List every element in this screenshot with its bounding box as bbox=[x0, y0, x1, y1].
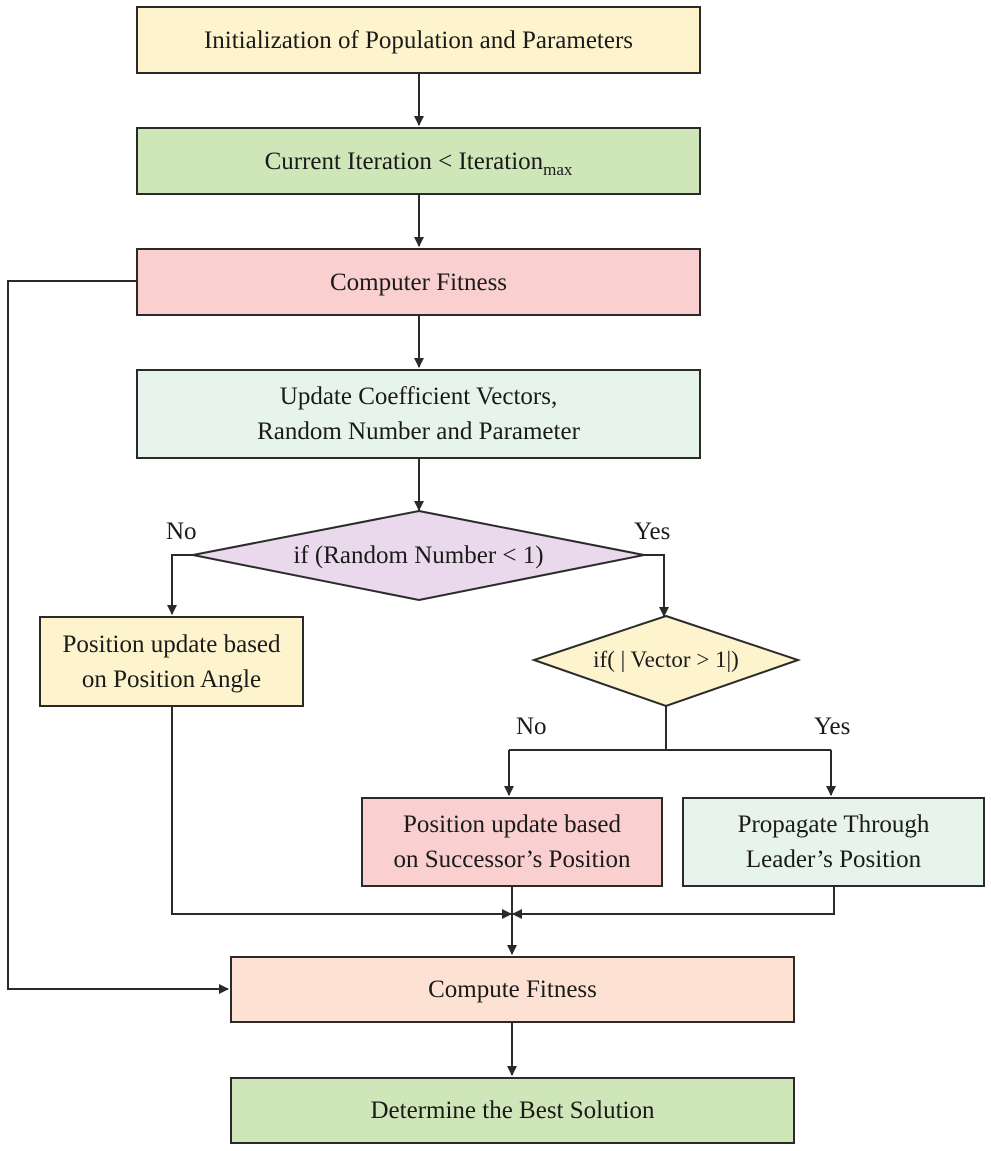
angle-line1: Position update based bbox=[62, 630, 281, 658]
angle-box: Position update based on Position Angle bbox=[39, 616, 304, 707]
update-box: Update Coefficient Vectors, Random Numbe… bbox=[136, 369, 701, 459]
leader-line2: Leader’s Position bbox=[745, 846, 922, 873]
decision1-no-label: No bbox=[166, 518, 197, 545]
line-angle-to-merge bbox=[171, 707, 512, 919]
init-text: Initialization of Population and Paramet… bbox=[203, 26, 634, 54]
decision1-diamond bbox=[192, 509, 645, 602]
angle-line2: on Position Angle bbox=[81, 665, 262, 693]
loop-condition-text: Current Iteration < Iterationmax bbox=[264, 147, 573, 179]
arrow-decision1-yes bbox=[644, 554, 669, 617]
arrow-decision1-no bbox=[167, 554, 193, 615]
decision1-condition: if (Random Number < 1) bbox=[293, 542, 544, 569]
decision1-yes-label: Yes bbox=[634, 518, 671, 545]
successor-line2: on Successor’s Position bbox=[393, 846, 631, 873]
fitness-text: Computer Fitness bbox=[329, 268, 508, 296]
best-solution-text: Determine the Best Solution bbox=[370, 1097, 655, 1124]
init-box: Initialization of Population and Paramet… bbox=[136, 6, 701, 74]
update-line2: Random Number and Parameter bbox=[257, 418, 580, 445]
loop-condition-subscript: max bbox=[543, 159, 573, 179]
arrow-bypass-to-fitness2 bbox=[7, 280, 229, 994]
successor-box: Position update based on Successor’s Pos… bbox=[361, 797, 663, 887]
fitness-box: Computer Fitness bbox=[136, 248, 701, 316]
decision1-text: if (Random Number < 1) bbox=[193, 531, 644, 581]
leader-line1: Propagate Through bbox=[737, 811, 930, 838]
decision2-yes-label: Yes bbox=[814, 713, 851, 740]
loop-condition-box: Current Iteration < Iterationmax bbox=[136, 127, 701, 195]
decision2-diamond bbox=[530, 614, 802, 708]
decision2-no-label: No bbox=[516, 713, 547, 740]
update-line1: Update Coefficient Vectors, bbox=[279, 383, 558, 410]
leader-box: Propagate Through Leader’s Position bbox=[682, 797, 985, 887]
line-leader-to-merge bbox=[512, 887, 835, 919]
decision2-text: if( | Vector > 1|) bbox=[534, 636, 798, 684]
best-solution-box: Determine the Best Solution bbox=[230, 1077, 795, 1144]
successor-line1: Position update based bbox=[402, 811, 622, 838]
compute-fitness-text: Compute Fitness bbox=[428, 976, 597, 1003]
decision2-condition: if( | Vector > 1|) bbox=[593, 647, 739, 672]
compute-fitness-box: Compute Fitness bbox=[230, 956, 795, 1023]
